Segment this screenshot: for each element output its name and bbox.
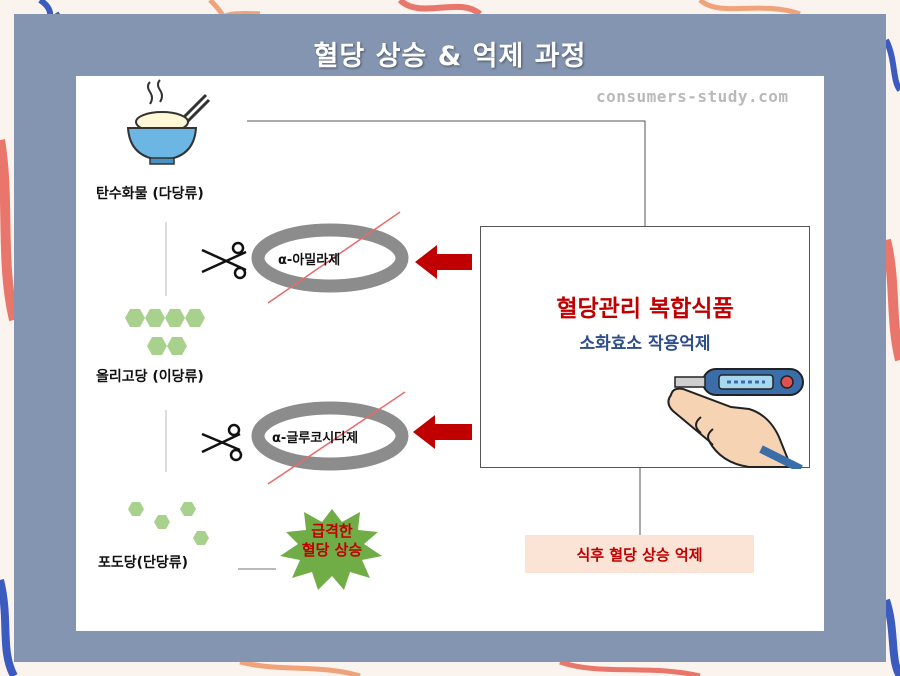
- thermometer-hand-icon: [667, 368, 804, 469]
- blood-sugar-spike-text: 급격한 혈당 상승: [282, 522, 382, 560]
- diagram-title: 혈당 상승 & 억제 과정: [313, 41, 587, 72]
- rice-bowl-icon: [126, 79, 211, 165]
- spike-line-2: 혈당 상승: [301, 541, 363, 559]
- amylase-strike: [267, 211, 401, 304]
- product-box: 혈당관리 복합식품 소화효소 작용억제: [480, 226, 810, 469]
- thermometer-icon: [674, 368, 804, 396]
- watermark: consumers-study.com: [596, 87, 789, 106]
- hand-icon: [667, 387, 803, 469]
- inhibit-arrow-glucosidase: [413, 415, 472, 449]
- stage-glucose: 포도당(단당류): [98, 555, 189, 571]
- scissors-icon: [201, 423, 243, 462]
- product-title: 혈당관리 복합식품: [556, 296, 734, 322]
- glucosidase-strike: [267, 391, 406, 485]
- product-subtitle: 소화효소 작용억제: [579, 334, 711, 354]
- amylase-ring: [251, 223, 409, 293]
- enzyme-amylase: α-아밀라제: [278, 253, 341, 268]
- top-connector-line: [247, 120, 646, 226]
- stage-oligosaccharide: 올리고당 (이당류): [96, 369, 204, 385]
- stage-carbohydrate: 탄수화물 (다당류): [96, 186, 204, 202]
- oligosaccharide-hexagons: [125, 309, 205, 355]
- inhibit-arrow-amylase: [415, 245, 472, 279]
- enzyme-glucosidase: α-글루코시다제: [272, 431, 359, 446]
- spike-line-1: 급격한: [311, 522, 353, 540]
- glucose-hexagons: [128, 502, 209, 545]
- scissors-icon: [201, 241, 247, 280]
- blood-sugar-burst: [280, 509, 382, 590]
- result-label: 식후 혈당 상승 억제: [525, 535, 754, 573]
- glucosidase-ring: [251, 401, 409, 471]
